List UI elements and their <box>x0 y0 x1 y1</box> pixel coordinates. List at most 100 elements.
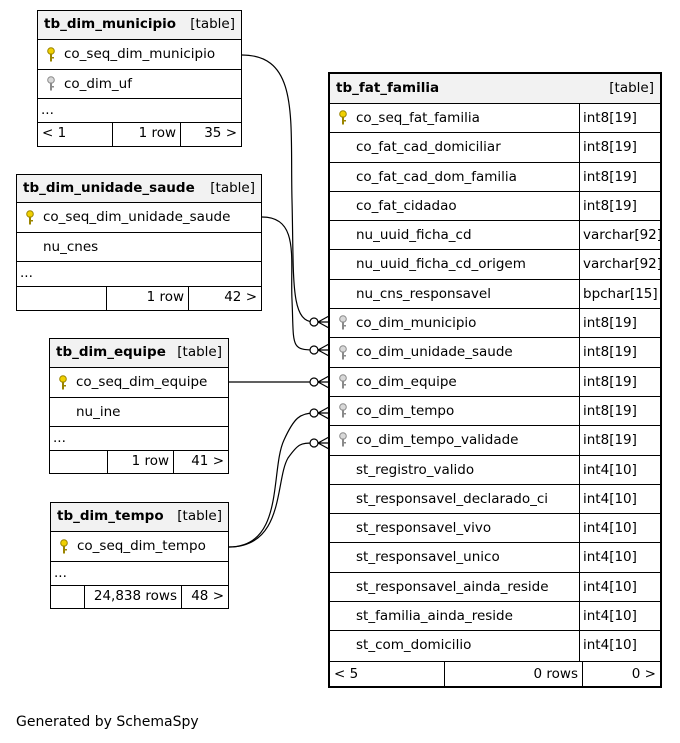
column-name: st_responsavel_ainda_reside <box>356 578 549 595</box>
primary-key-icon <box>59 374 67 389</box>
table-footer: 1 row 42 > <box>17 287 261 310</box>
footer-parents <box>51 586 84 608</box>
column-name-cell: st_responsavel_ainda_reside <box>330 573 579 601</box>
foreign-key-icon <box>339 432 347 447</box>
table-tb-dim-equipe[interactable]: tb_dim_equipe [table] co_seq_dim_equipe … <box>49 338 229 474</box>
column-name: co_dim_tempo <box>356 402 455 419</box>
table-tb-dim-unidade-saude[interactable]: tb_dim_unidade_saude [table] co_seq_dim_… <box>16 174 262 311</box>
table-tb-dim-tempo[interactable]: tb_dim_tempo [table] co_seq_dim_tempo ..… <box>50 502 229 609</box>
footer-children: 42 > <box>188 287 261 310</box>
foreign-key-icon <box>339 315 347 330</box>
column-type: bpchar[15] <box>579 279 660 309</box>
primary-key-icon <box>47 46 55 61</box>
column-row[interactable]: nu_ine <box>50 398 228 427</box>
column-row[interactable]: co_dim_unidade_saude int8[19] <box>330 338 660 368</box>
footer-parents <box>50 451 107 473</box>
column-row[interactable]: co_seq_dim_unidade_saude <box>17 203 261 233</box>
table-tb-dim-municipio[interactable]: tb_dim_municipio [table] co_seq_dim_muni… <box>37 10 242 147</box>
table-name: tb_dim_equipe <box>56 344 166 360</box>
column-name-cell: co_seq_dim_unidade_saude <box>17 203 261 232</box>
column-name-cell: co_fat_cad_dom_familia <box>330 163 579 191</box>
column-type: int8[19] <box>579 338 660 367</box>
column-name: st_responsavel_declarado_ci <box>356 490 549 507</box>
column-name: co_seq_dim_equipe <box>76 374 208 390</box>
table-kind: [table] <box>609 80 654 96</box>
table-kind: [table] <box>190 16 235 32</box>
column-type: int4[10] <box>579 543 660 572</box>
table-header: tb_dim_tempo [table] <box>51 503 228 532</box>
column-type: int4[10] <box>579 572 660 602</box>
column-row[interactable]: co_seq_dim_municipio <box>38 40 241 70</box>
foreign-key-icon <box>339 403 347 418</box>
crows-foot <box>317 315 330 329</box>
column-name: co_dim_unidade_saude <box>356 344 513 361</box>
link-tempo <box>228 412 315 548</box>
primary-key-icon <box>26 209 34 224</box>
column-name: nu_ine <box>76 404 121 420</box>
column-name-cell: nu_cns_responsavel <box>330 280 579 308</box>
column-name: st_familia_ainda_reside <box>356 608 513 625</box>
column-row[interactable]: co_seq_dim_tempo <box>51 532 228 562</box>
table-footer: < 5 0 rows 0 > <box>330 660 660 688</box>
table-tb-fat-familia[interactable]: tb_fat_familia [table] co_seq_fat_famili… <box>328 72 662 688</box>
footer-parents <box>17 287 106 310</box>
column-name: st_responsavel_vivo <box>356 520 492 537</box>
table-footer: < 1 1 row 35 > <box>38 123 241 146</box>
link-end-circle <box>309 345 319 355</box>
column-name-cell: co_dim_uf <box>38 70 241 98</box>
column-name: nu_cns_responsavel <box>356 285 491 302</box>
column-row[interactable]: nu_cnes <box>17 233 261 262</box>
column-row[interactable]: nu_cns_responsavel bpchar[15] <box>330 279 660 310</box>
column-name-cell: nu_ine <box>50 398 228 426</box>
column-name-cell: co_dim_unidade_saude <box>330 338 579 366</box>
foreign-key-icon <box>339 344 347 360</box>
column-row[interactable]: co_dim_uf <box>38 70 241 99</box>
footer-parents: < 1 <box>42 125 67 141</box>
link-end-circle <box>309 438 319 448</box>
column-row[interactable]: st_responsavel_ainda_reside int4[10] <box>330 572 660 603</box>
column-name-cell: co_dim_tempo <box>330 397 579 425</box>
footer-rows: 1 row <box>107 451 173 473</box>
footer-rows: 1 row <box>106 287 188 310</box>
column-name: co_fat_cidadao <box>356 197 457 214</box>
column-name: co_dim_tempo_validade <box>356 432 519 449</box>
footer-parents: < 5 <box>334 665 359 682</box>
link-end-circle <box>309 408 319 418</box>
column-name-cell: st_responsavel_vivo <box>330 514 579 542</box>
column-type: varchar[92] <box>579 250 662 279</box>
primary-key-icon <box>339 110 347 125</box>
column-name: co_fat_cad_domiciliar <box>356 139 501 156</box>
generated-by-caption: Generated by SchemaSpy <box>16 714 199 730</box>
column-row[interactable]: co_seq_dim_equipe <box>50 368 228 398</box>
ellipsis-row: ... <box>38 99 241 123</box>
column-row[interactable]: co_dim_tempo int8[19] <box>330 396 660 427</box>
column-row[interactable]: st_responsavel_declarado_ci int4[10] <box>330 484 660 515</box>
table-kind: [table] <box>177 508 222 524</box>
column-type: int4[10] <box>579 484 660 514</box>
ellipsis-row: ... <box>51 562 228 586</box>
column-name: co_seq_dim_municipio <box>64 46 216 62</box>
column-name-cell: co_dim_equipe <box>330 368 579 396</box>
column-name-cell: co_dim_municipio <box>330 309 579 337</box>
column-name-cell: co_seq_dim_tempo <box>51 532 228 561</box>
column-name-cell: st_familia_ainda_reside <box>330 602 579 630</box>
column-name-cell: st_responsavel_unico <box>330 543 579 571</box>
table-kind: [table] <box>210 180 255 196</box>
footer-children: 48 > <box>181 586 228 608</box>
column-type: int8[19] <box>579 396 660 426</box>
table-footer: 1 row 41 > <box>50 451 228 473</box>
